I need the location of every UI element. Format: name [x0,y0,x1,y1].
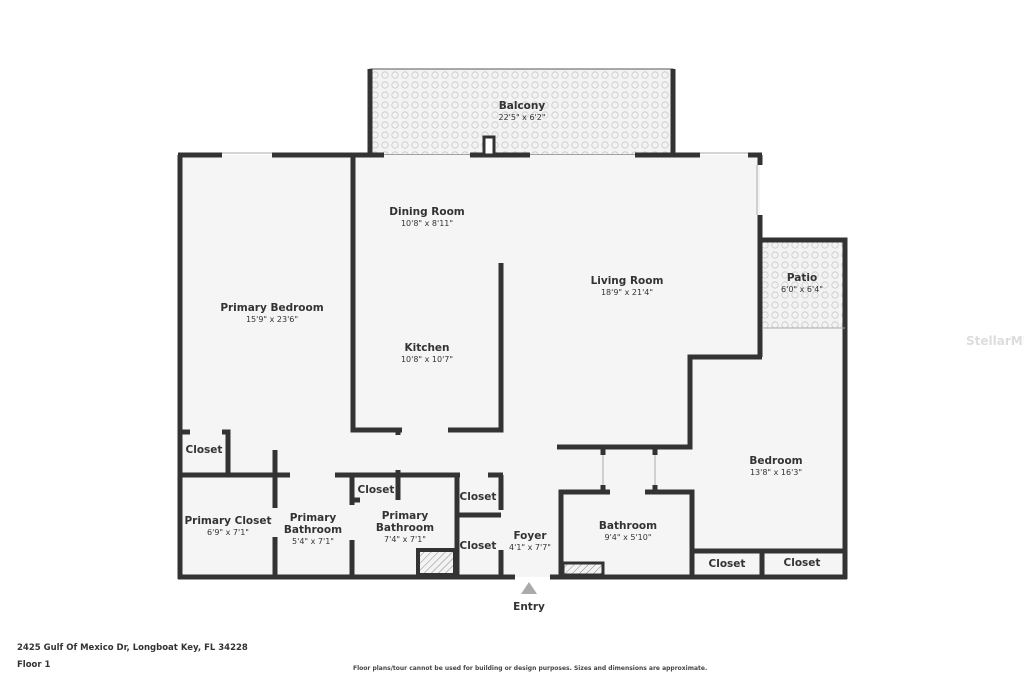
room-name: Patio [786,272,818,284]
room-label: Closet [186,444,223,456]
room-label: Closet [460,540,497,552]
room-dimensions: 15'9" x 23'6" [245,315,299,324]
room-name: Primary Closet [184,515,272,527]
entry-arrow-icon [521,582,537,594]
entry-label: Entry [513,601,545,613]
room-label: Closet [709,558,746,570]
room-name: Closet [459,540,497,552]
room-dimensions: 13'8" x 16'3" [749,468,803,477]
room-name: Closet [708,558,746,570]
room-dimensions: 4'1" x 7'7" [509,543,551,552]
disclaimer: Floor plans/tour cannot be used for buil… [353,665,708,672]
patio-area [762,240,845,328]
balcony-area [369,68,674,156]
room-name: Closet [459,491,497,503]
room-name: Closet [185,444,223,456]
chimney [482,135,496,157]
room-name: Closet [357,484,395,496]
room-name: Bathroom [598,520,658,532]
room-label: Closet [460,491,497,503]
room-dimensions: 9'4" x 5'10" [604,533,652,542]
room-name: Dining Room [389,206,465,218]
room-name: Primary Bedroom [220,302,324,314]
room-name: Foyer [513,530,547,542]
room-dimensions: 22'5" x 6'2" [498,113,546,122]
room-dimensions: 10'8" x 10'7" [400,355,454,364]
floor-area [180,155,845,577]
room-name: Kitchen [404,342,450,354]
room-name: Balcony [498,100,546,112]
address: 2425 Gulf Of Mexico Dr, Longboat Key, FL… [17,643,248,653]
room-dimensions: 6'9" x 7'1" [207,528,249,537]
room-dimensions: 7'4" x 7'1" [384,535,426,544]
room-label: Closet [358,484,395,496]
room-dimensions: 10'8" x 8'11" [400,219,454,228]
room-name: Primary Bathroom [283,512,343,536]
room-dimensions: 5'4" x 7'1" [292,537,334,546]
room-dimensions: 18'9" x 21'4" [600,288,654,297]
room-name: Bedroom [749,455,803,467]
doors-windows [222,152,845,485]
room-name: Living Room [590,275,664,287]
shaft [561,561,605,577]
room-label: Closet [784,557,821,569]
room-dimensions: 6'0" x 6'4" [781,285,823,294]
watermark: StellarMLS [966,334,1024,348]
shaft [416,548,457,577]
room-name: Primary Bathroom [375,510,435,534]
floor-label: Floor 1 [17,660,51,670]
room-name: Closet [783,557,821,569]
